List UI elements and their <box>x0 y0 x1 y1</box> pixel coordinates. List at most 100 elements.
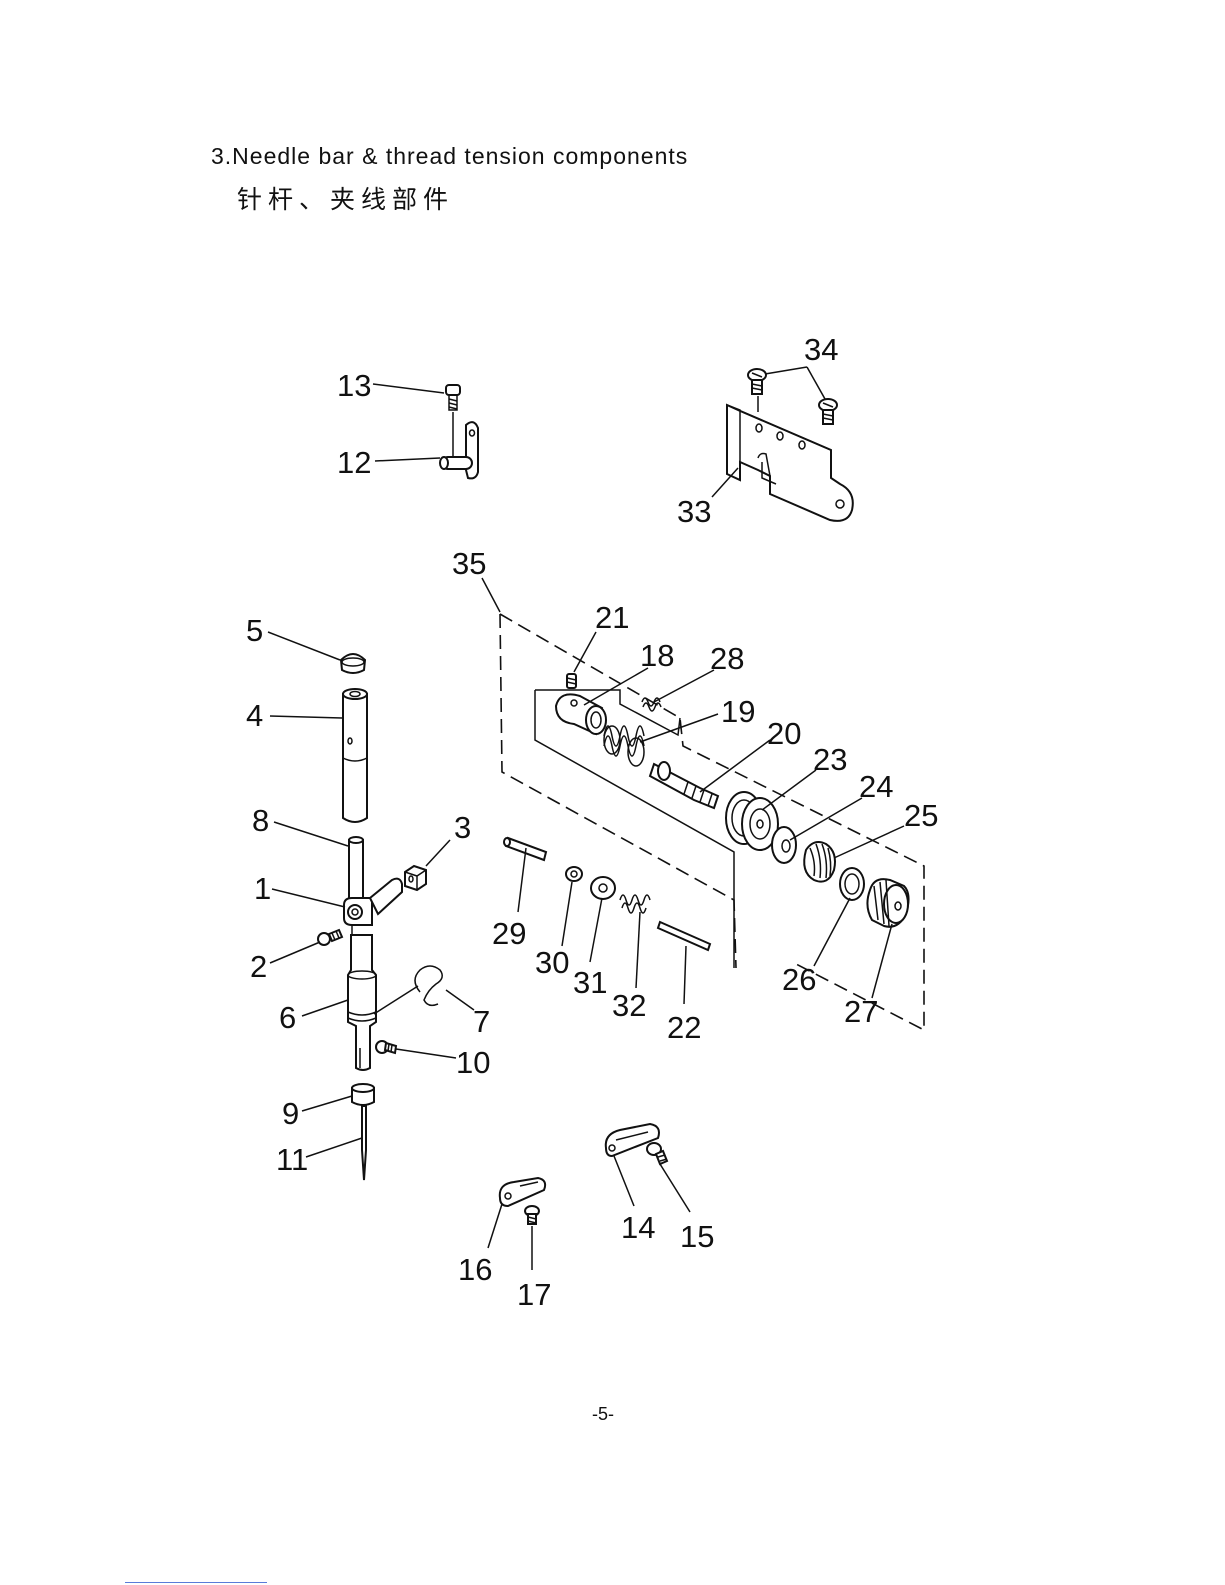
callout-28: 28 <box>710 641 744 676</box>
leader-34a <box>765 367 807 374</box>
part-16-small-plate-drawing <box>500 1178 545 1206</box>
callout-2: 2 <box>250 949 267 984</box>
callout-33: 33 <box>677 494 711 529</box>
part-11-needle-drawing <box>362 1106 366 1180</box>
callout-21: 21 <box>595 600 629 635</box>
part-23-tension-discs-drawing <box>726 792 778 850</box>
leader-32 <box>636 912 640 988</box>
leader-2 <box>270 942 320 963</box>
part-15-screw-drawing <box>647 1143 667 1164</box>
callout-30: 30 <box>535 945 569 980</box>
callout-13: 13 <box>337 368 371 403</box>
leader-23 <box>762 770 816 810</box>
part-3-square-block-drawing <box>405 866 426 890</box>
callout-17: 17 <box>517 1277 551 1312</box>
leader-3 <box>426 840 450 866</box>
leader-33 <box>712 468 738 497</box>
part-26-ring-drawing <box>840 868 864 900</box>
part-2-screw-drawing <box>318 930 342 945</box>
callout-1: 1 <box>254 871 271 906</box>
leader-22 <box>684 946 686 1004</box>
callout-6: 6 <box>279 1000 296 1035</box>
callout-15: 15 <box>680 1219 714 1254</box>
part-20-tension-stud-drawing <box>650 762 718 808</box>
leader-7a <box>446 990 474 1010</box>
leader-27 <box>872 924 892 998</box>
callout-25: 25 <box>904 798 938 833</box>
leader-16 <box>488 1204 502 1248</box>
leader-9 <box>302 1096 352 1111</box>
leader-1 <box>272 889 345 907</box>
part-5-cap-drawing <box>341 654 365 673</box>
callout-23: 23 <box>813 742 847 777</box>
leader-8 <box>274 822 348 846</box>
callout-8: 8 <box>252 803 269 838</box>
leader-15 <box>660 1164 690 1212</box>
part-21-set-screw-drawing <box>567 674 576 688</box>
part-4-bushing-drawing <box>343 689 367 822</box>
callout-31: 31 <box>573 965 607 1000</box>
part-7-thread-guide-wire-drawing <box>415 966 442 1005</box>
callout-5: 5 <box>246 613 263 648</box>
leader-4 <box>270 716 342 718</box>
footer-divider <box>125 1582 267 1583</box>
callout-29: 29 <box>492 916 526 951</box>
leader-19 <box>640 714 718 742</box>
part-10-screw-drawing <box>376 1041 396 1053</box>
part-31-disc-washer-drawing <box>591 877 615 899</box>
leader-35 <box>482 578 500 612</box>
leader-5 <box>268 632 340 660</box>
callout-34: 34 <box>804 332 838 367</box>
callout-20: 20 <box>767 716 801 751</box>
leader-12 <box>375 458 440 461</box>
leader-25 <box>834 826 904 858</box>
callout-4: 4 <box>246 698 263 733</box>
callout-27: 27 <box>844 994 878 1029</box>
callout-7: 7 <box>473 1004 490 1039</box>
callout-24: 24 <box>859 769 893 804</box>
part-32-spring-drawing <box>620 895 650 913</box>
leader-26 <box>814 898 850 966</box>
part-12-thread-guide-drawing <box>440 412 478 478</box>
leader-28 <box>654 670 714 702</box>
page-number: -5- <box>592 1404 614 1425</box>
part-8-needle-bar-drawing <box>349 837 363 902</box>
callout-14: 14 <box>621 1210 655 1245</box>
callout-12: 12 <box>337 445 371 480</box>
leader-34b <box>807 367 825 399</box>
part-24-washer-drawing <box>772 827 796 863</box>
callout-19: 19 <box>721 694 755 729</box>
callout-32: 32 <box>612 988 646 1023</box>
leader-10 <box>396 1049 456 1058</box>
leader-13 <box>373 384 444 393</box>
callout-16: 16 <box>458 1252 492 1287</box>
part-19-coil-spring-drawing <box>604 726 644 766</box>
leader-21 <box>574 632 596 672</box>
part-9-collar-drawing <box>352 1084 374 1105</box>
callout-9: 9 <box>282 1096 299 1131</box>
leader-18 <box>584 668 648 705</box>
part-13-screw-drawing <box>446 385 460 410</box>
part-27-knurled-nut-drawing <box>867 879 908 927</box>
callout-22: 22 <box>667 1010 701 1045</box>
leader-11 <box>306 1138 362 1157</box>
callout-35: 35 <box>452 546 486 581</box>
part-18-tension-collar-drawing <box>556 694 606 734</box>
part-6-needle-bar-lower-drawing <box>348 935 376 1070</box>
callout-18: 18 <box>640 638 674 673</box>
callout-11: 11 <box>276 1142 308 1177</box>
leader-31 <box>590 898 602 962</box>
leader-14 <box>614 1156 634 1206</box>
callout-26: 26 <box>782 962 816 997</box>
leader-7b <box>374 986 418 1014</box>
part-22-rod-drawing <box>658 922 710 950</box>
callout-10: 10 <box>456 1045 490 1080</box>
callout-3: 3 <box>454 810 471 845</box>
part-17-screw-drawing <box>525 1206 539 1224</box>
leader-6 <box>302 1000 348 1016</box>
part-25-conical-spring-drawing <box>804 842 835 882</box>
leader-29 <box>518 848 526 912</box>
leader-30 <box>562 882 572 946</box>
